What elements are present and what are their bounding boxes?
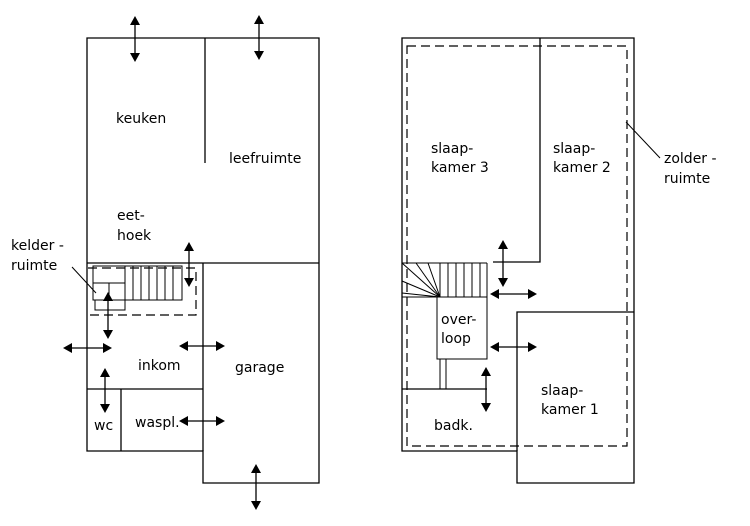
bedroom3-walls — [493, 38, 541, 263]
ground-floor-plan: keuken leefruimte eet- hoek kelder - rui… — [11, 15, 320, 510]
ground-staircase — [92, 265, 183, 311]
living-access-arrow — [254, 15, 264, 60]
garage-label: garage — [235, 360, 284, 376]
upper-floor-outline — [401, 37, 635, 484]
dining-label-1: eet- — [117, 208, 145, 224]
bedroom1-access-arrow — [490, 342, 537, 352]
dining-label-2: hoek — [117, 228, 152, 244]
landing-label-1: over- — [441, 312, 476, 328]
hall-label: inkom — [138, 358, 181, 374]
cellar-dashed-outline — [88, 267, 197, 316]
bathroom-access-arrow — [481, 367, 491, 412]
attic-label-1: zolder - — [664, 151, 717, 167]
garage-door-arrow — [251, 464, 261, 510]
wc-access-arrow — [100, 368, 110, 413]
front-door-arrow — [63, 343, 112, 353]
kitchen-label: keuken — [116, 111, 166, 127]
bedroom3-access-arrow — [498, 240, 508, 287]
landing-box — [436, 296, 488, 360]
cellar-leader-line — [71, 266, 97, 294]
attic-leader-line — [625, 121, 661, 159]
wc-label: wc — [94, 418, 113, 434]
bedroom2-label-1: slaap- — [553, 141, 595, 157]
hall-garage-arrow — [179, 341, 225, 351]
attic-label-2: ruimte — [664, 171, 710, 187]
bedroom2-label-2: kamer 2 — [553, 160, 611, 176]
bedroom3-label-1: slaap- — [431, 141, 473, 157]
kitchen-access-arrow — [130, 16, 140, 62]
cellar-label-1: kelder - — [11, 238, 64, 254]
ground-floor-outline — [86, 37, 320, 484]
bathroom-label: badk. — [434, 418, 473, 434]
laundry-garage-arrow — [179, 416, 225, 426]
bedroom1-label-1: slaap- — [541, 383, 583, 399]
laundry-label: waspl. — [135, 415, 180, 431]
dining-hall-arrow — [184, 242, 194, 287]
cellar-stair-arrow — [103, 292, 113, 339]
landing-label-2: loop — [441, 331, 471, 347]
bedroom1-label-2: kamer 1 — [541, 402, 599, 418]
bedroom3-label-2: kamer 3 — [431, 160, 489, 176]
upper-staircase — [401, 262, 488, 298]
bedroom2-access-arrow — [490, 289, 537, 299]
bedroom1-walls — [516, 311, 634, 451]
living-label: leefruimte — [229, 151, 301, 167]
cellar-label-2: ruimte — [11, 258, 57, 274]
upper-floor-plan: slaap- kamer 3 slaap- kamer 2 zolder - r… — [401, 37, 717, 484]
